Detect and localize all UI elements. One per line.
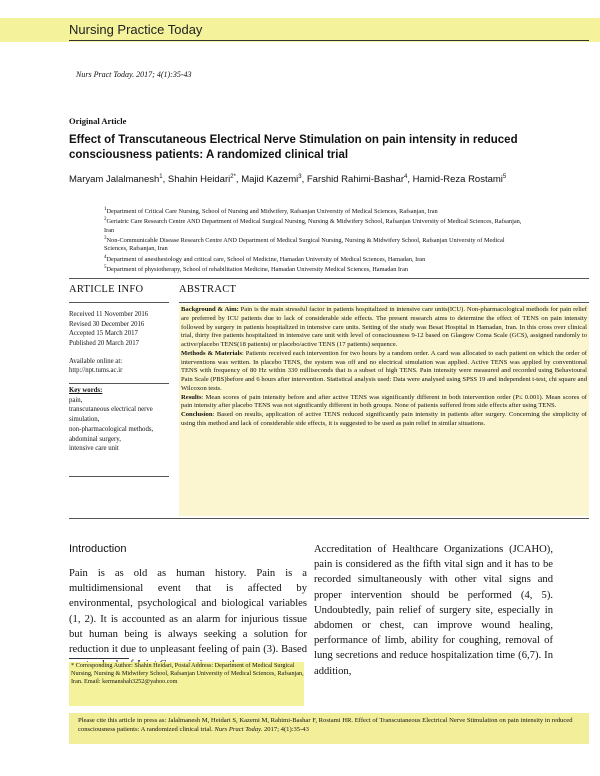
keyword-item: non-pharmacological methods,	[69, 425, 154, 433]
affiliation-item: 4Department of anesthesiology and critic…	[104, 254, 426, 263]
keyword-item: transcutaneous electrical nerve simulati…	[69, 406, 153, 424]
article-date: Accepted 15 March 2017	[69, 330, 138, 338]
section-rule	[69, 278, 589, 279]
conclusion-label: Conclusion	[181, 411, 213, 418]
author-name: Farshid Rahimi-Bashar4	[306, 174, 408, 186]
author-name: Maryam Jalalmanesh1	[69, 174, 163, 186]
abstract-text: Background & Aim: Pain is the main stres…	[181, 306, 587, 429]
introduction-left-column: Pain is as old as human history. Pain is…	[69, 568, 307, 670]
affiliation-item: 1Department of Critical Care Nursing, Sc…	[104, 207, 438, 216]
keyword-item: abdominal surgery,	[69, 435, 121, 443]
author-name: Hamid-Reza Rostami5	[412, 174, 507, 186]
author-list: Maryam Jalalmanesh1, Shahin Heidari2*, M…	[69, 174, 507, 186]
article-date: Published 20 March 2017	[69, 339, 140, 347]
keyword-item: pain,	[69, 396, 83, 404]
citation-suffix: 2017; 4(1):35-43	[262, 725, 309, 733]
article-title: Effect of Transcutaneous Electrical Nerv…	[69, 134, 518, 161]
keywords-list: pain, transcutaneous electrical nerve sim…	[69, 396, 169, 454]
background-text: Pain is the main stressful factor in pat…	[181, 306, 587, 348]
affiliation-number: 2	[104, 217, 107, 223]
footnote-rule	[69, 658, 129, 659]
methods-label: Methods & Materials	[181, 349, 242, 357]
keyword-item: intensive care unit	[69, 445, 119, 453]
abstract-background	[179, 305, 589, 516]
results-label: Results	[181, 393, 202, 401]
citation-journal: Nurs Pract Today.	[214, 725, 263, 733]
available-online-label: Available online at:	[69, 358, 123, 365]
article-date: Received 11 November 2016	[69, 311, 149, 318]
keywords-box: Key words: pain, transcutaneous electrica…	[69, 386, 169, 454]
affiliation-item: 3Non-Communicable Disease Research Centr…	[104, 236, 505, 253]
journal-url-link[interactable]: http://npt.tums.ac.ir	[69, 367, 123, 374]
keywords-rule-bottom	[69, 476, 169, 477]
affiliation-item: 2Geriatric Care Research Centre AND Depa…	[104, 217, 522, 234]
affiliation-number: 5	[104, 265, 107, 271]
affiliation-list: 1Department of Critical Care Nursing, Sc…	[104, 206, 524, 275]
introduction-heading: Introduction	[69, 543, 127, 555]
methods-text: : Patients received each intervention fo…	[181, 349, 587, 392]
citation-prefix: Please cite this article in press as: Ja…	[78, 717, 573, 733]
author-affiliation-mark: 4	[404, 174, 408, 180]
affiliation-number: 1	[104, 207, 107, 212]
journal-citation: Nurs Pract Today. 2017; 4(1):35-43	[76, 70, 192, 79]
abstract-bottom-rule	[69, 518, 589, 519]
author-affiliation-mark: 3	[298, 174, 302, 180]
keywords-rule-top	[69, 383, 169, 384]
citation-box	[69, 713, 589, 744]
introduction-right-column: Accreditation of Healthcare Organization…	[314, 544, 553, 677]
affiliation-number: 4	[104, 254, 107, 260]
header-rule	[69, 40, 589, 41]
article-date: Revised 30 December 2016	[69, 320, 145, 328]
article-info-rule	[69, 302, 169, 303]
author-affiliation-mark: 5	[502, 174, 507, 180]
results-text: : Mean scores of pain intensity before a…	[181, 393, 587, 410]
affiliation-number: 3	[104, 236, 107, 242]
author-name: Shahin Heidari2*	[167, 174, 236, 186]
abstract-rule	[179, 302, 589, 303]
affiliation-item: 5Department of physiotherapy, School of …	[104, 265, 409, 274]
article-info-heading: ARTICLE INFO	[69, 284, 144, 295]
keywords-label: Key words:	[69, 387, 103, 394]
background-label: Background & Aim:	[181, 306, 239, 313]
conclusion-text: : Based on results, application of activ…	[181, 411, 587, 427]
journal-name: Nursing Practice Today	[69, 22, 203, 37]
journal-header-bar	[0, 18, 600, 42]
author-name: Majid Kazemi3	[241, 174, 302, 186]
citation-text: Please cite this article in press as: Ja…	[78, 717, 583, 735]
author-affiliation-mark: 2*	[230, 174, 236, 180]
author-affiliation-mark: 1	[159, 174, 163, 180]
article-type: Original Article	[69, 116, 127, 126]
abstract-heading: ABSTRACT	[179, 284, 237, 295]
corresponding-author-footnote: * Corresponding Author: Shahin Heidari, …	[69, 662, 304, 706]
